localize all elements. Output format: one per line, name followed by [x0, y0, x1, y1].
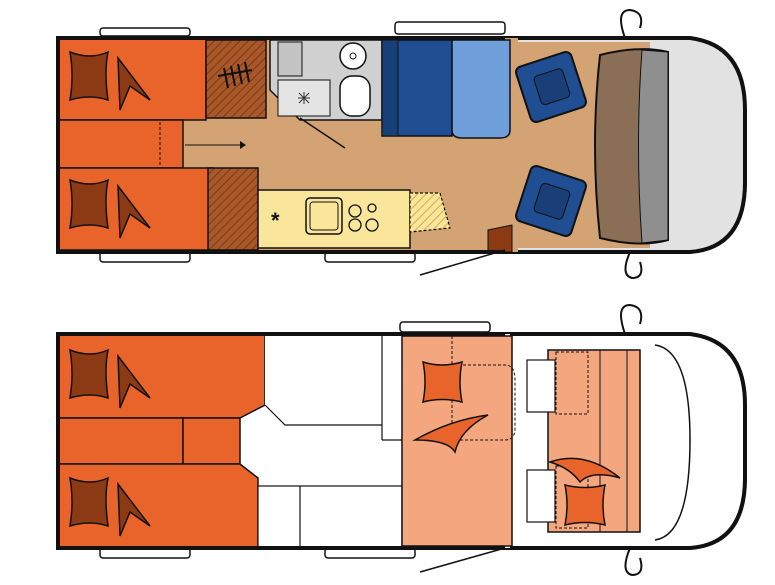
pillow-icon	[547, 457, 621, 527]
pillow-icon	[69, 178, 151, 239]
bathroom-cabinet	[277, 41, 303, 77]
heater-grill-icon	[217, 61, 253, 89]
kitchen-extension	[409, 192, 451, 233]
dinette-backrest	[381, 39, 399, 137]
pillow-icon	[412, 360, 489, 455]
mirror-n-top	[620, 303, 643, 335]
body-outline	[56, 36, 505, 254]
plan-night-layout	[56, 303, 747, 577]
cab-seat-bottom	[515, 165, 587, 237]
wardrobe-top	[205, 39, 267, 119]
wheel-n-top-front	[399, 321, 491, 333]
entry-door-swing	[419, 249, 506, 276]
stove-burners	[348, 203, 379, 232]
mirror-bottom-front	[624, 251, 643, 280]
mirror-n-bottom	[624, 547, 643, 577]
pillow-icon	[69, 348, 151, 409]
plan-day-layout: *	[56, 8, 747, 280]
cab-bed-night	[526, 349, 641, 533]
windshield-night	[654, 344, 691, 541]
entry-door-panel	[487, 224, 513, 253]
rear-bed-night-middle-right	[182, 417, 241, 465]
dashboard-gray-panel	[638, 49, 669, 244]
wheel-top-front-left	[394, 21, 506, 35]
body-outline-night	[56, 332, 505, 550]
wardrobe-bottom	[207, 167, 259, 251]
cab-seat-top	[515, 51, 587, 123]
entry-door-swing-night	[419, 547, 506, 573]
wash-basin	[339, 42, 367, 70]
rear-bed-night-middle-left	[57, 417, 184, 465]
dinette-table	[451, 39, 511, 139]
pillow-icon	[69, 476, 151, 537]
pillow-icon	[69, 50, 151, 111]
toilet	[339, 75, 371, 117]
bathroom-night-outline	[264, 333, 383, 426]
rear-bed-middle	[57, 119, 184, 169]
kitchen-night-outline	[257, 485, 403, 549]
bathroom-door	[299, 117, 346, 149]
snowflake-icon: *	[271, 208, 280, 233]
wheel-top-rear-left	[99, 27, 191, 37]
mirror-top-front	[620, 8, 643, 39]
kitchen-sink	[305, 197, 343, 235]
shower-drain-icon	[298, 92, 310, 104]
